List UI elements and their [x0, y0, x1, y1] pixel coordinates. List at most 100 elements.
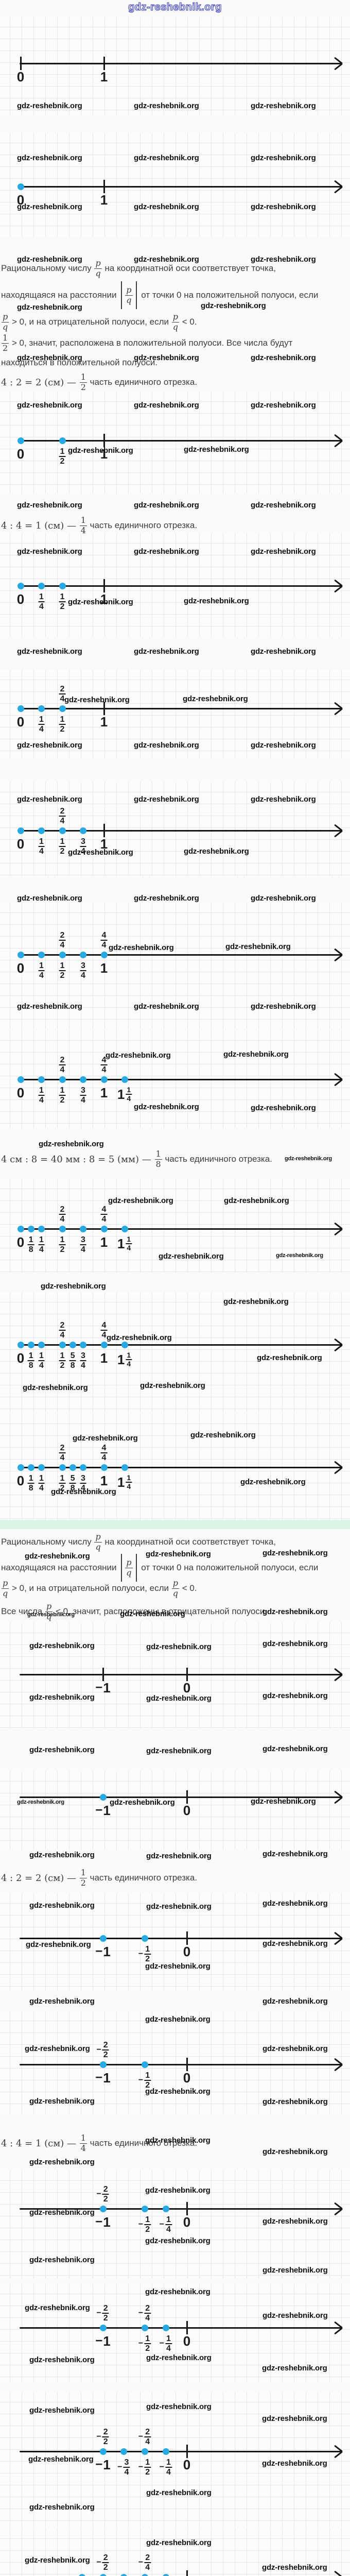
point-label: 1 [100, 1086, 108, 1100]
watermark: gdz-reshebnik.org [262, 2364, 327, 2372]
point-dot [80, 1341, 86, 1348]
watermark: gdz-reshebnik.org [29, 2355, 95, 2364]
point-label: 1 [100, 447, 108, 461]
watermark: gdz-reshebnik.org [107, 1333, 172, 1342]
watermark: gdz-reshebnik.org [68, 598, 133, 606]
watermark: gdz-reshebnik.org [251, 202, 316, 211]
number: 1 [100, 1234, 108, 1250]
watermark: gdz-reshebnik.org [29, 1851, 95, 1859]
watermark: gdz-reshebnik.org [184, 847, 249, 856]
point-dot [121, 1341, 128, 1348]
watermark: gdz-reshebnik.org [240, 1478, 306, 1486]
watermark: gdz-reshebnik.org [134, 741, 199, 750]
axis-tick [103, 57, 105, 70]
point-label: 0 [17, 193, 24, 207]
text-span: > 0, и на отрицательной полуоси, если [9, 1583, 171, 1593]
point-dot [17, 827, 24, 834]
watermark: gdz-reshebnik.org [145, 2087, 211, 2096]
watermark: gdz-reshebnik.org [146, 2538, 212, 2547]
watermark: gdz-reshebnik.org [17, 741, 82, 750]
watermark: gdz-reshebnik.org [262, 2459, 327, 2468]
point-dot [17, 951, 24, 958]
watermark: gdz-reshebnik.org [29, 2097, 95, 2106]
watermark: gdz-reshebnik.org [262, 2147, 328, 2156]
text-span: 4 см : 8 = 40 мм : 8 = 5 (мм) — [1, 1154, 154, 1165]
axis-tick [186, 2321, 188, 2334]
text-span: < 0. [180, 317, 197, 327]
watermark: gdz-reshebnik.org [262, 2044, 328, 2053]
point-dot [59, 1225, 66, 1232]
watermark: gdz-reshebnik.org [29, 2406, 95, 2415]
watermark: gdz-reshebnik.org [251, 1002, 316, 1011]
text-span: < 0, значит, расположены в отрицательной… [53, 1606, 268, 1616]
point-label: 0 [183, 2458, 190, 2472]
watermark: gdz-reshebnik.org [17, 1799, 64, 1805]
watermark: gdz-reshebnik.org [145, 2186, 211, 2195]
point-dot [27, 1464, 34, 1471]
point-label: 0 [17, 1474, 24, 1488]
watermark: gdz-reshebnik.org [159, 1252, 224, 1261]
watermark: gdz-reshebnik.org [25, 2556, 90, 2565]
axis-line [20, 1228, 342, 1230]
point-dot [59, 1464, 66, 1471]
point-label: −1 [95, 2215, 110, 2229]
point-dot [69, 1341, 76, 1348]
axis-tick [103, 702, 105, 715]
watermark: gdz-reshebnik.org [29, 2158, 95, 2166]
point-dot [162, 2324, 169, 2331]
point-dot [38, 827, 45, 834]
text-span: на координатной оси соответствует точка, [102, 1537, 276, 1547]
watermark: gdz-reshebnik.org [146, 1694, 212, 1703]
watermark: gdz-reshebnik.org [29, 2503, 95, 2512]
watermark: gdz-reshebnik.org [17, 894, 82, 903]
watermark: gdz-reshebnik.org [106, 1051, 171, 1060]
text-span: Все числа [1, 1606, 45, 1616]
axis-tick [186, 2445, 188, 2458]
watermark: gdz-reshebnik.org [145, 2236, 211, 2245]
watermark: gdz-reshebnik.org [134, 647, 199, 656]
watermark: gdz-reshebnik.org [134, 547, 199, 556]
watermark: gdz-reshebnik.org [17, 647, 82, 656]
number: 1 [100, 960, 108, 976]
number: 0 [16, 714, 25, 730]
